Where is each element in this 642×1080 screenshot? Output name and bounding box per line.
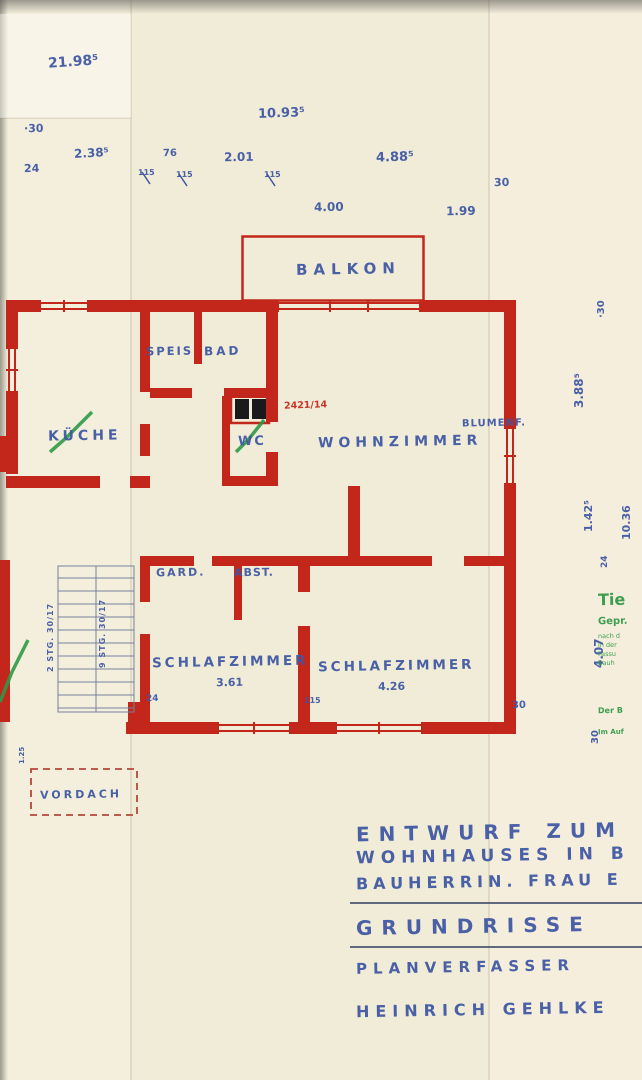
dim-top-30a: ·30 xyxy=(23,121,44,136)
dim-top-76: 76 xyxy=(162,147,178,160)
dim-right-30a: ·30 xyxy=(596,300,607,318)
stamp-line1: Tie xyxy=(597,589,626,610)
dim-right-1036: 10.36 xyxy=(620,505,633,540)
dim-bottom-426: 4.26 xyxy=(377,679,406,694)
dim-right-24: 24 xyxy=(600,555,610,568)
dim-top-1093: 10.93⁵ xyxy=(257,105,306,122)
paper-light-patch xyxy=(0,14,131,118)
dim-top-24: 24 xyxy=(23,161,40,176)
room-label-wohnzimmer: WOHNZIMMER xyxy=(317,432,483,452)
title-line5: PLANVERFASSER xyxy=(355,956,576,978)
stamp-line2: Gepr. xyxy=(597,615,628,628)
room-label-garderobe: GARD. xyxy=(155,565,206,580)
stamp-small1: nach d xyxy=(597,631,621,641)
stair-flight-left-label: 2 STG. 30/17 xyxy=(46,602,55,672)
dim-top-488: 4.88⁵ xyxy=(375,149,415,166)
stamp-small2: in der xyxy=(597,640,617,650)
room-label-vordach: VORDACH xyxy=(39,787,123,802)
dim-top-115b: 115 xyxy=(175,169,193,180)
plan-number: 2421/14 xyxy=(283,399,328,412)
title-line1: ENTWURF ZUM xyxy=(355,817,625,847)
dim-top-115a: 115 xyxy=(137,167,155,178)
room-label-abstellraum: ABST. xyxy=(233,565,274,580)
room-label-wc: WC xyxy=(237,433,267,450)
dim-top-400: 4.00 xyxy=(313,199,344,215)
shaft-block xyxy=(229,393,271,425)
dim-top-30b: 30 xyxy=(493,175,510,190)
room-label-schlafzimmer-links: SCHLAFZIMMER xyxy=(151,652,309,672)
dim-bottom-24: 24 xyxy=(145,693,159,705)
dim-right-142: 1.42⁵ xyxy=(582,500,595,532)
room-label-schlafzimmer-rechts: SCHLAFZIMMER xyxy=(317,656,475,676)
staircase xyxy=(57,565,135,713)
dim-bottom-361: 3.61 xyxy=(215,675,244,690)
title-rule-2 xyxy=(350,946,642,948)
dim-bottom-115: 115 xyxy=(303,695,321,706)
room-label-blumenfenster: BLUMENF. xyxy=(461,417,527,430)
room-label-bad: BAD xyxy=(203,343,242,359)
dim-bottom-30: 30 xyxy=(511,699,527,712)
dim-top-199: 1.99 xyxy=(445,203,476,219)
walls-group xyxy=(0,300,516,734)
balcony-outline xyxy=(241,235,425,302)
check-marks xyxy=(0,410,266,703)
room-label-balkon: BALKON xyxy=(295,259,402,279)
crease-lines xyxy=(0,0,490,1080)
title-line4: GRUNDRISSE xyxy=(355,911,593,941)
stair-flight-right-label: 9 STG. 30/17 xyxy=(98,598,107,668)
dim-top-115c: 115 xyxy=(263,169,281,180)
room-label-kueche: KÜCHE xyxy=(47,427,122,445)
stamp-line4: Im Auf xyxy=(597,727,624,737)
stamp-small3: Fassu xyxy=(597,649,617,659)
stamp-line3: Der B xyxy=(597,705,623,716)
dim-right-388: 3.88⁵ xyxy=(572,373,586,408)
dim-top-238: 2.38⁵ xyxy=(73,145,110,161)
dim-top-201: 2.01 xyxy=(223,149,254,165)
dimension-ticks xyxy=(141,171,276,187)
title-rule-1 xyxy=(350,902,642,904)
vordach-outline xyxy=(30,768,138,816)
stamp-small4: Bauh xyxy=(597,658,615,668)
stair-note-label: 1.25 xyxy=(18,746,26,764)
windows-group xyxy=(6,300,516,734)
room-label-speis: SPEIS xyxy=(145,343,194,359)
